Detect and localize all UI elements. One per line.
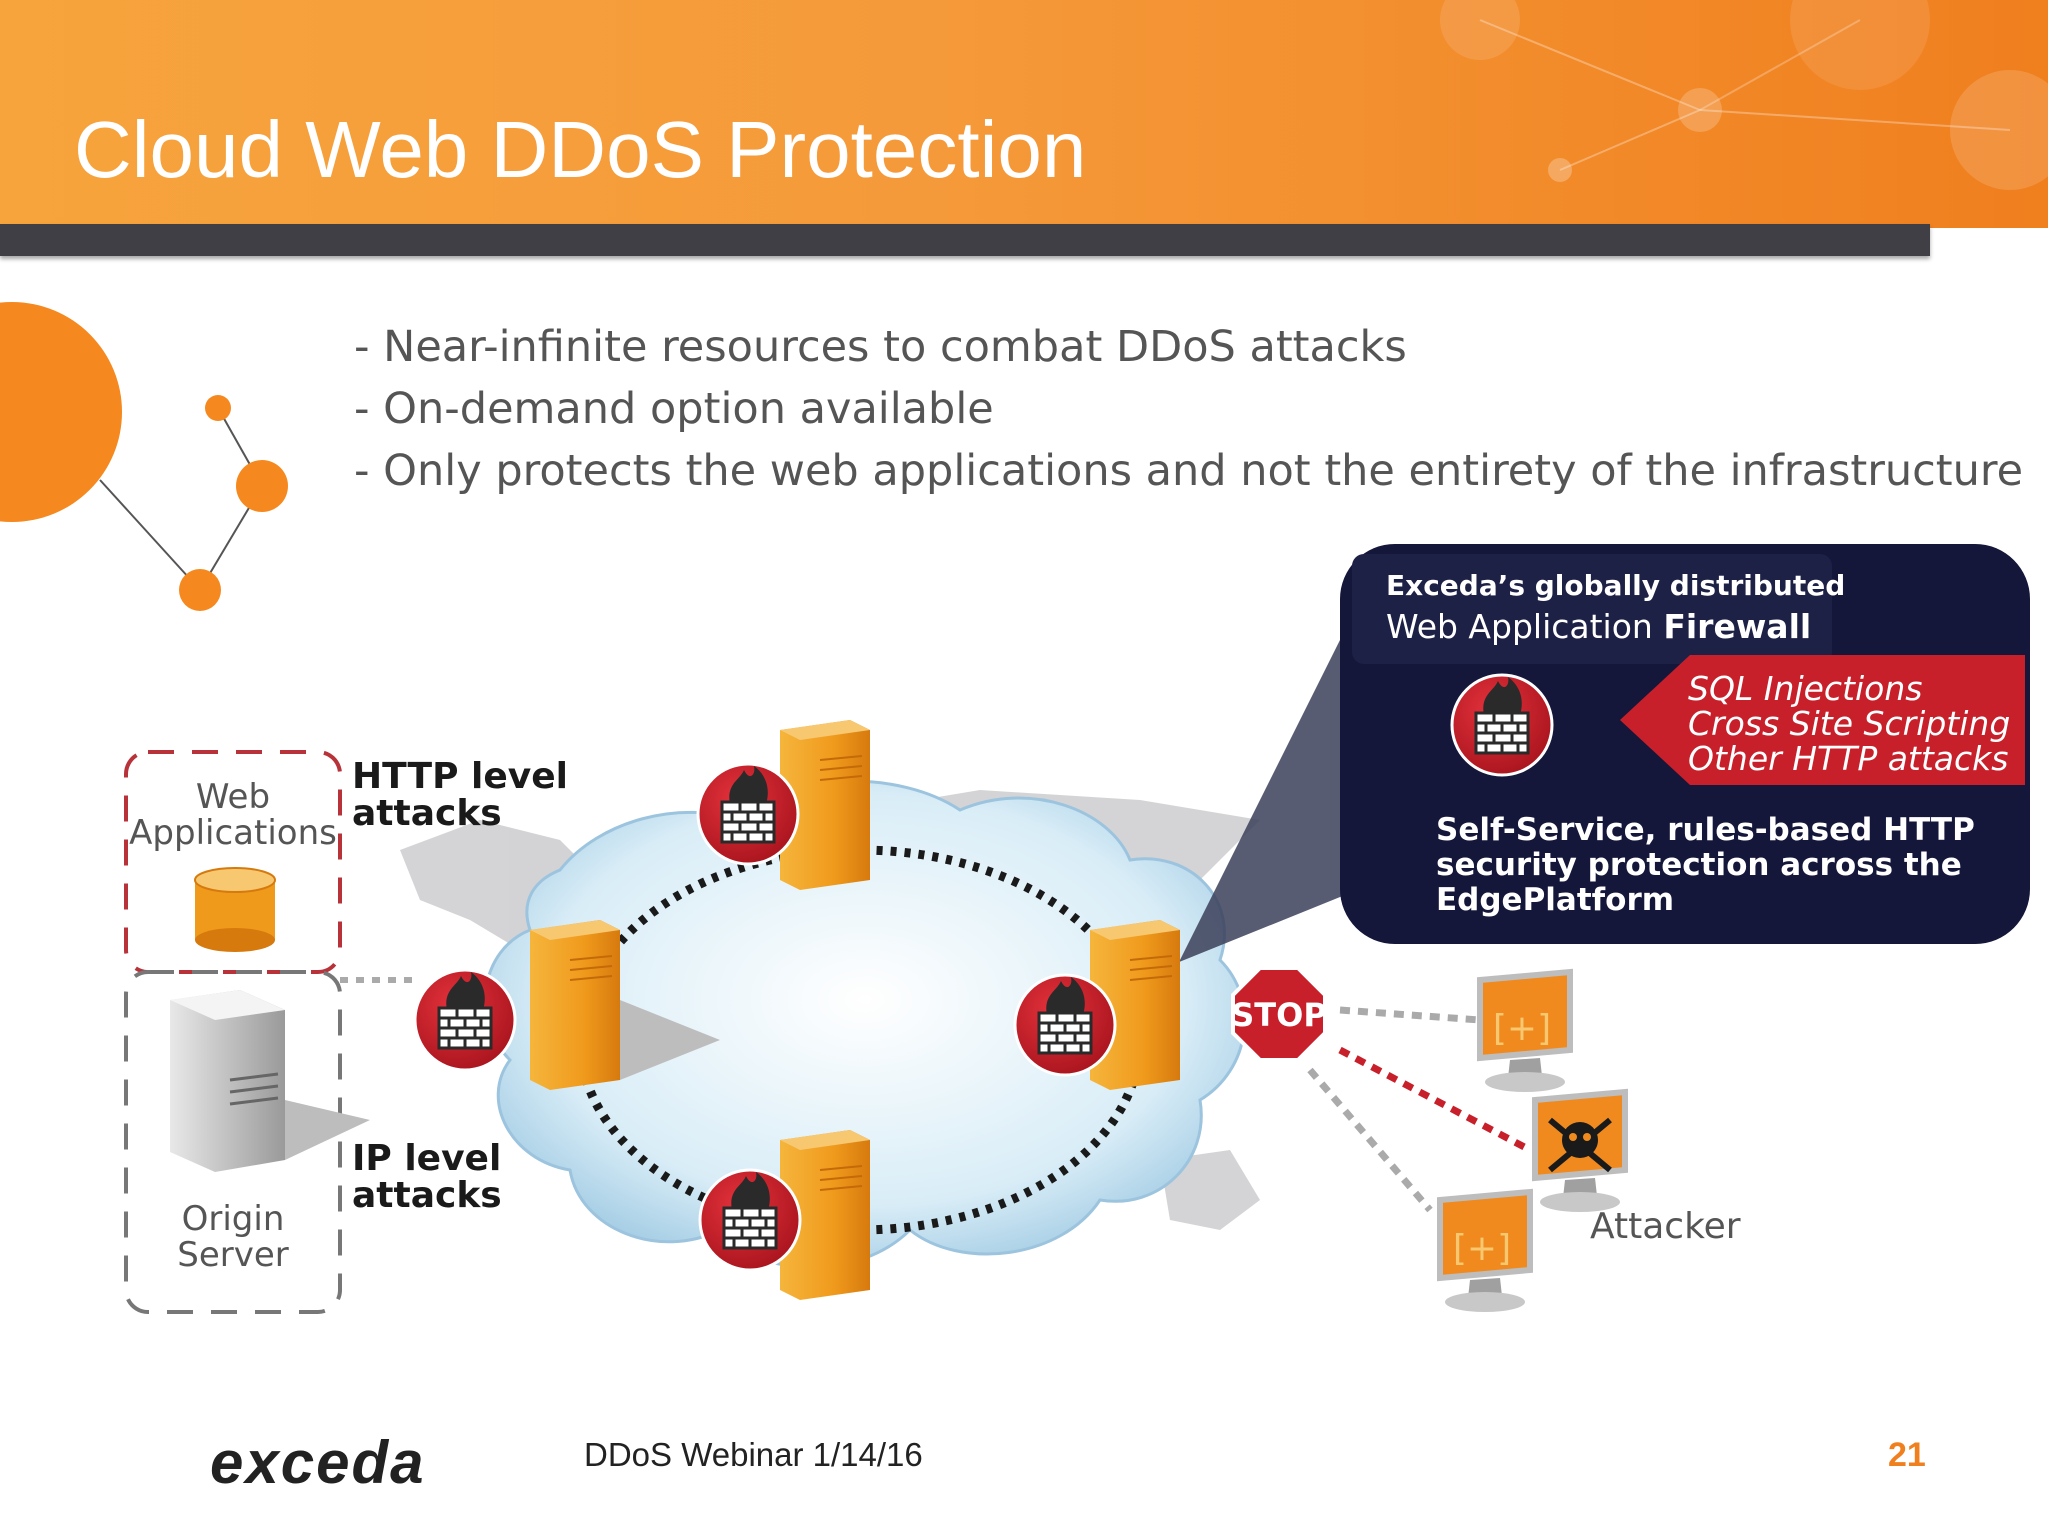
waf-callout: Exceda’s globally distributed Web Applic…: [1340, 544, 2030, 944]
origin-server-label-2: Server: [177, 1235, 289, 1275]
threat-3: Other HTTP attacks: [1688, 739, 2008, 778]
firewall-icon: [1450, 673, 1554, 777]
web-applications-box: [124, 750, 342, 974]
threat-1: SQL Injections: [1688, 669, 1922, 708]
waf-diagram: Web Applications Origin Server HTTP leve…: [124, 544, 2030, 1340]
firewall-icon: [696, 762, 800, 866]
firewall-icon: [698, 1168, 802, 1272]
ip-attacks-label-2: attacks: [352, 1175, 502, 1216]
skull-icon: [1548, 1117, 1612, 1173]
banner-decoration: [1440, 0, 2048, 190]
stop-sign-icon: STOP: [1231, 966, 1327, 1062]
origin-server-box: [124, 970, 342, 1314]
title-banner: [0, 0, 2048, 228]
ip-attacks-label-1: IP level: [352, 1138, 501, 1179]
bullet-2: - On-demand option available: [354, 384, 994, 434]
waf-description-2: security protection across the: [1436, 847, 1962, 883]
origin-server-label-1: Origin: [182, 1199, 285, 1239]
web-applications-label-2: Applications: [129, 813, 337, 853]
header-divider-bar: [0, 224, 1930, 256]
waf-description-1: Self-Service, rules-based HTTP: [1436, 812, 1975, 848]
database-icon: [194, 867, 276, 952]
monitor-symbol-1: [+]: [1493, 1008, 1551, 1049]
footer-caption: DDoS Webinar 1/14/16: [584, 1436, 923, 1473]
bullet-3: - Only protects the web applications and…: [354, 446, 2024, 496]
stop-sign-label: STOP: [1231, 996, 1327, 1034]
web-applications-label-1: Web: [196, 777, 270, 817]
exceda-logo: exceda: [210, 1429, 426, 1496]
http-attacks-label-2: attacks: [352, 793, 502, 834]
firewall-icon: [413, 968, 517, 1072]
origin-server-icon: [170, 990, 370, 1172]
monitor-symbol-2: [+]: [1453, 1228, 1511, 1269]
waf-description-3: EdgePlatform: [1436, 882, 1674, 918]
http-attacks-label-1: HTTP level: [352, 756, 568, 797]
attacker-monitor-skull: [1535, 1092, 1625, 1212]
threat-2: Cross Site Scripting: [1688, 704, 2010, 743]
molecule-decoration: [0, 302, 288, 611]
waf-heading-2: Web Application Firewall: [1386, 607, 1811, 646]
attacker-label: Attacker: [1590, 1206, 1741, 1247]
slide-title: Cloud Web DDoS Protection: [74, 105, 1087, 194]
firewall-icon: [1013, 973, 1117, 1077]
page-number: 21: [1888, 1436, 1926, 1474]
attacker-monitor-2: [+]: [1440, 1192, 1530, 1312]
bullet-1: - Near-infinite resources to combat DDoS…: [354, 322, 1407, 372]
attacker-monitor-1: [+]: [1480, 972, 1570, 1092]
waf-heading-1: Exceda’s globally distributed: [1386, 569, 1845, 602]
